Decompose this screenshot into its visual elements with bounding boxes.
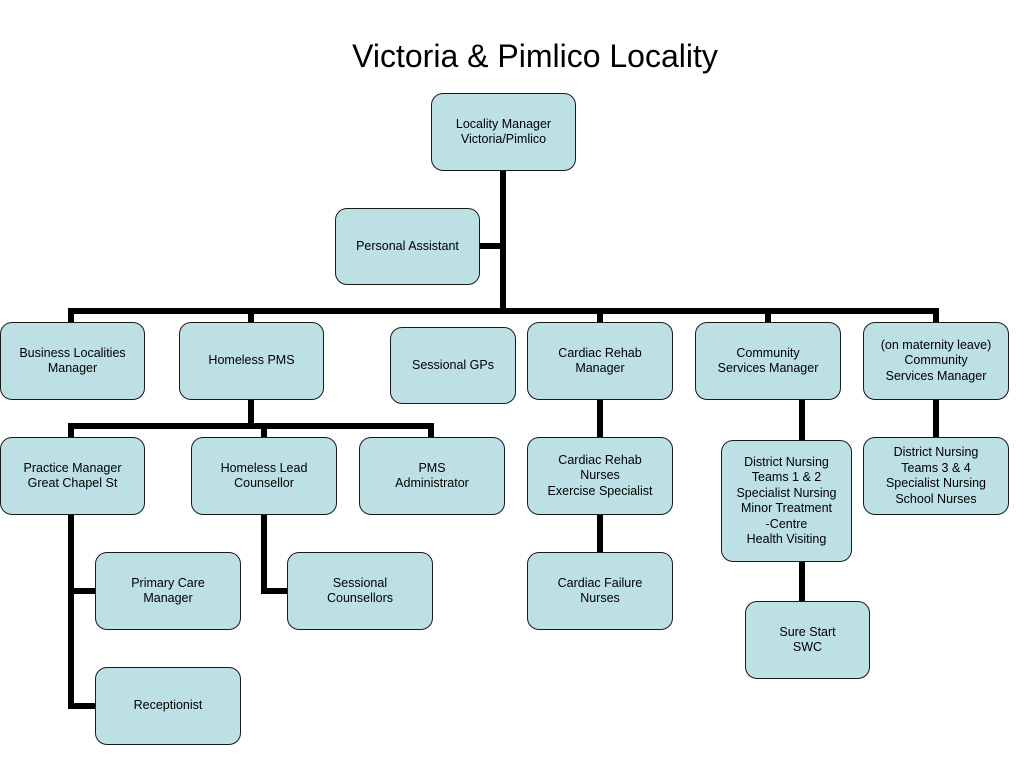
chart-title: Victoria & Pimlico Locality — [352, 38, 718, 74]
community-services-manager-maternity-box: (on maternity leave) Community Services … — [863, 322, 1009, 400]
pms-administrator-box: PMS Administrator — [359, 437, 505, 515]
homeless-lead-counsellor-box: Homeless Lead Counsellor — [191, 437, 337, 515]
business-localities-manager-box: Business Localities Manager — [0, 322, 145, 400]
homeless-pms-box: Homeless PMS — [179, 322, 324, 400]
community-services-manager-box: Community Services Manager — [695, 322, 841, 400]
sessional-counsellors-box: Sessional Counsellors — [287, 552, 433, 630]
district-nursing-3-4-box: District Nursing Teams 3 & 4 Specialist … — [863, 437, 1009, 515]
personal-assistant-box: Personal Assistant — [335, 208, 480, 285]
district-nursing-1-2-box: District Nursing Teams 1 & 2 Specialist … — [721, 440, 852, 562]
locality-manager-box: Locality Manager Victoria/Pimlico — [431, 93, 576, 171]
receptionist-box: Receptionist — [95, 667, 241, 745]
cardiac-failure-nurses-box: Cardiac Failure Nurses — [527, 552, 673, 630]
sessional-gps-box: Sessional GPs — [390, 327, 516, 404]
primary-care-manager-box: Primary Care Manager — [95, 552, 241, 630]
cardiac-rehab-manager-box: Cardiac Rehab Manager — [527, 322, 673, 400]
cardiac-rehab-nurses-box: Cardiac Rehab Nurses Exercise Specialist — [527, 437, 673, 515]
sure-start-box: Sure Start SWC — [745, 601, 870, 679]
practice-manager-box: Practice Manager Great Chapel St — [0, 437, 145, 515]
